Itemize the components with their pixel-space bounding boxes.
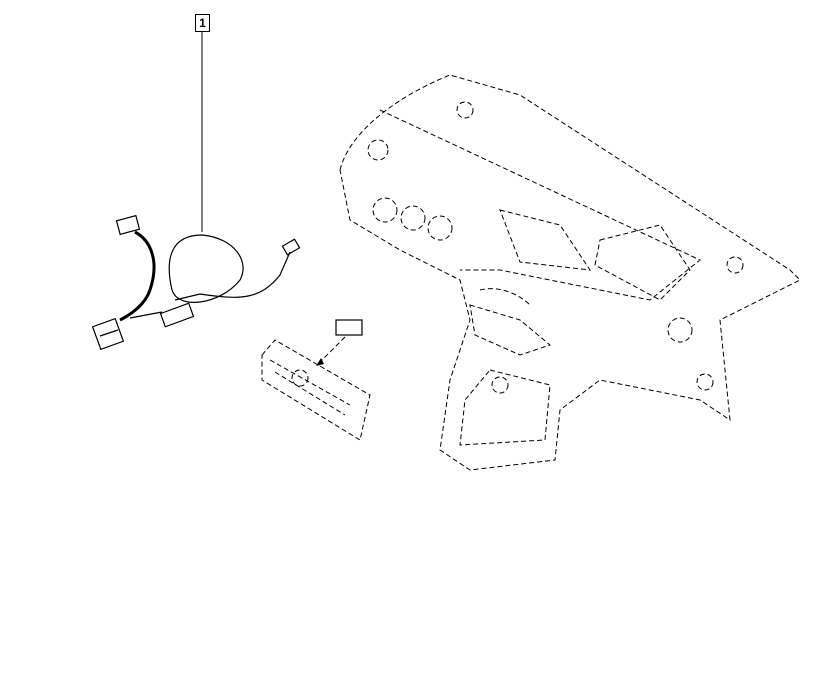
wiring-harness (91, 214, 301, 351)
dashboard-outline (339, 74, 801, 471)
callout-label-1: 1 (195, 14, 210, 32)
control-panel (261, 319, 371, 441)
